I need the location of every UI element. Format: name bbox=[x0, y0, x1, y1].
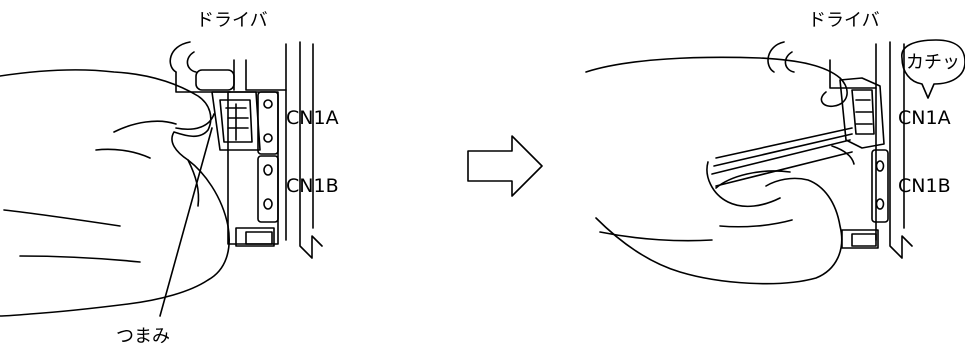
click-callout-text: カチッ bbox=[906, 52, 960, 73]
connector-a-label: CN1A bbox=[286, 107, 339, 129]
right-arrow-icon bbox=[467, 135, 543, 197]
after-panel: ドライバ CN1A CN1B カチッ bbox=[585, 10, 965, 285]
driver-label: ドライバ bbox=[808, 10, 880, 31]
connector-b-label: CN1B bbox=[898, 175, 951, 197]
connector-a-label: CN1A bbox=[898, 107, 951, 129]
hand-left bbox=[0, 69, 230, 317]
connector-b-label: CN1B bbox=[286, 175, 339, 197]
knob-label: つまみ bbox=[116, 326, 170, 347]
before-panel: ドライバ CN1A CN1B つまみ bbox=[0, 10, 339, 347]
driver-unit-right bbox=[767, 41, 913, 259]
driver-label: ドライバ bbox=[196, 10, 268, 31]
ribbon-cable bbox=[711, 127, 853, 187]
knob-leader-line bbox=[159, 127, 213, 317]
driver-unit-left bbox=[169, 41, 323, 259]
hand-right bbox=[585, 56, 855, 285]
